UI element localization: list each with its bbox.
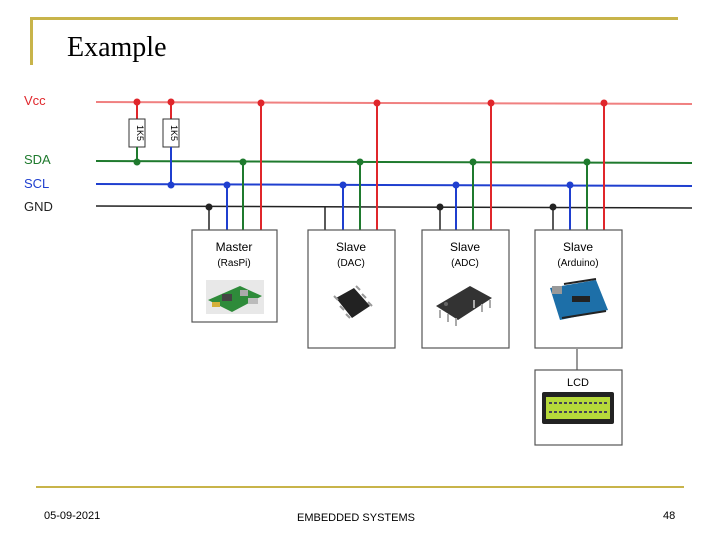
bus-junctions (133, 98, 608, 211)
gnd-bus-line (95, 205, 693, 209)
pullup-resistor-sda: 1K5 (128, 102, 146, 162)
label-sda: SDA (24, 152, 51, 167)
lcd-display-icon (542, 392, 614, 424)
dac-chip-icon (333, 285, 373, 319)
device-name: (RasPi) (217, 258, 250, 269)
footer-title: EMBEDDED SYSTEMS (297, 512, 415, 524)
label-scl: SCL (24, 176, 49, 191)
device-name: (Arduino) (557, 258, 598, 269)
page-number: 48 (663, 510, 676, 522)
device-dac: Slave (DAC) (307, 229, 396, 349)
device-role: Slave (336, 240, 366, 254)
vcc-bus-line (95, 101, 693, 105)
adc-dip-chip-icon (436, 286, 492, 326)
label-gnd: GND (24, 199, 53, 214)
raspberry-pi-board-icon (206, 280, 264, 314)
device-role: Slave (450, 240, 480, 254)
device-lcd: LCD (534, 369, 623, 446)
label-vcc: Vcc (24, 93, 46, 108)
lcd-label: LCD (567, 377, 589, 389)
resistor-label: 1K5 (135, 125, 145, 141)
arduino-board-icon (550, 278, 608, 320)
device-adc: Slave (ADC) (421, 229, 510, 349)
sda-bus-line (95, 160, 693, 164)
device-name: (ADC) (451, 258, 479, 269)
device-name: (DAC) (337, 258, 365, 269)
slide-title: Example (67, 32, 167, 63)
scl-bus-line (95, 183, 693, 187)
title-accent-top (30, 17, 678, 20)
title-accent-left (30, 17, 33, 65)
resistor-label: 1K5 (169, 125, 179, 141)
device-role: Master (216, 240, 253, 254)
device-master: Master (RasPi) (191, 229, 278, 323)
device-arduino: Slave (Arduino) (534, 229, 623, 349)
pullup-resistor-scl: 1K5 (162, 102, 180, 185)
device-role: Slave (563, 240, 593, 254)
footer-date: 05-09-2021 (44, 510, 101, 522)
footer-divider (36, 486, 684, 488)
